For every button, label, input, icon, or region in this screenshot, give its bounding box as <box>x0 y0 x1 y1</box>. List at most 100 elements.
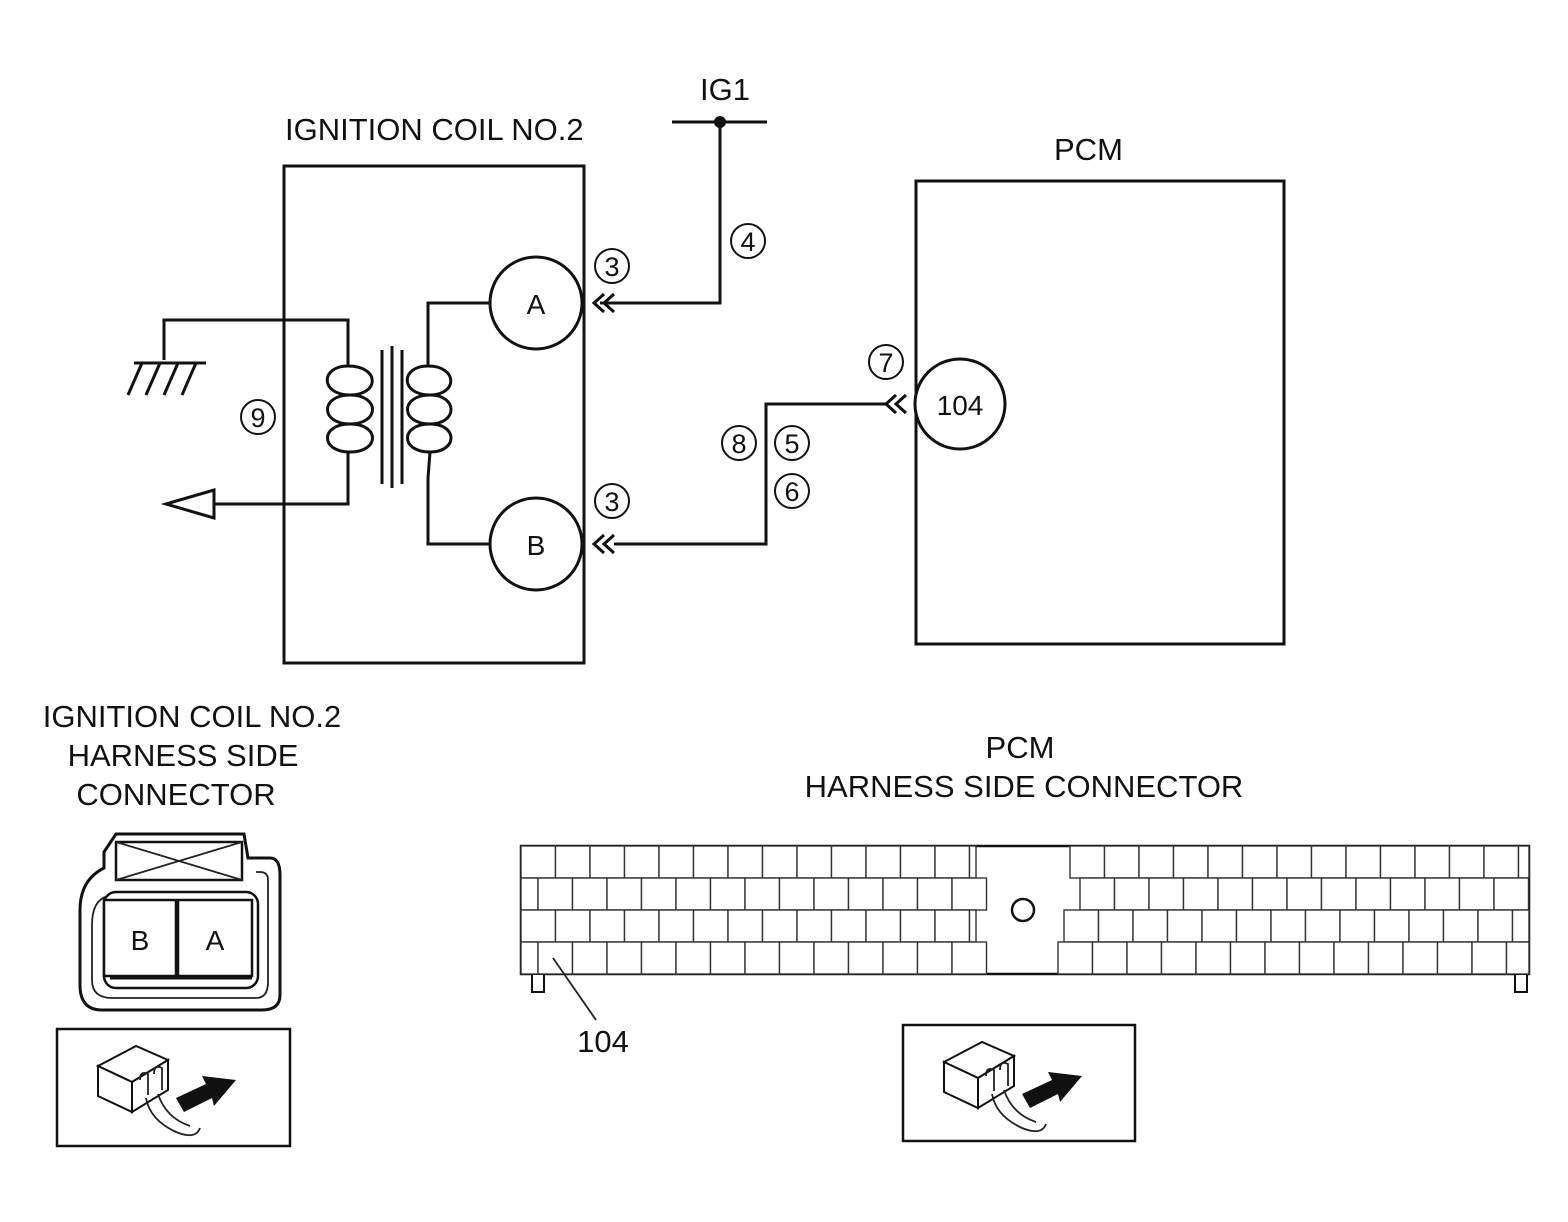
svg-text:5: 5 <box>784 429 799 459</box>
connector-pin-cell <box>589 845 626 879</box>
connector-pin-cell <box>675 941 712 975</box>
connector-pin-cell <box>1424 877 1461 911</box>
connector-pin-cell <box>1241 845 1278 879</box>
wire-ig1-to-a <box>600 122 722 305</box>
connector-pin-cell <box>1517 845 1530 879</box>
connector-pin-cell <box>589 909 626 943</box>
conn-pin-a-label: A <box>206 925 225 956</box>
svg-text:9: 9 <box>250 403 265 433</box>
connector-center-hole <box>1010 897 1036 923</box>
connector-pin-cell <box>1201 909 1238 943</box>
connector-pin-cell <box>606 941 643 975</box>
connector-pin-cell <box>847 941 884 975</box>
ig1-label: IG1 <box>700 72 750 107</box>
connector-pin-cell <box>1264 941 1301 975</box>
marker-3-b: 3 <box>594 483 630 519</box>
connector-pin-cell <box>899 845 936 879</box>
connector-pin-cell <box>727 909 764 943</box>
pcm-pin-104-callout: 104 <box>577 1024 629 1059</box>
connector-pin-cell <box>830 845 867 879</box>
connector-pin-cell <box>537 877 574 911</box>
connector-chevron-b-icon <box>591 533 616 555</box>
marker-6: 6 <box>774 473 810 509</box>
connector-pin-cell <box>830 909 867 943</box>
connector-pin-cell <box>1511 909 1530 943</box>
connector-pin-cell <box>761 845 798 879</box>
marker-8: 8 <box>721 425 757 461</box>
connector-pin-cell <box>1235 909 1272 943</box>
wire-b-to-104 <box>614 402 886 546</box>
connector-pin-cell <box>1408 909 1445 943</box>
connector-pin-cell <box>1493 877 1530 911</box>
marker-4: 4 <box>730 223 766 259</box>
connector-pin-cell <box>1304 909 1341 943</box>
connector-pin-cell <box>968 845 977 879</box>
connector-pin-cell <box>1172 845 1209 879</box>
connector-pin-cell <box>865 845 902 879</box>
connector-pin-cell <box>1320 877 1357 911</box>
connector-pin-cell <box>865 909 902 943</box>
connector-pin-cell <box>882 877 919 911</box>
ignition-coil-box <box>282 164 586 665</box>
connector-pin-cell <box>1195 941 1232 975</box>
connector-pin-cell <box>623 845 660 879</box>
connector-pin-cell <box>1113 877 1150 911</box>
connector-chevron-a-icon <box>591 292 616 314</box>
connector-pin-cell <box>968 909 977 943</box>
connector-pin-cell <box>658 909 695 943</box>
connector-pin-cell <box>1069 845 1106 879</box>
coil-connector-title-2: HARNESS SIDE <box>68 738 299 773</box>
connector-pin-cell <box>1138 845 1175 879</box>
connector-pin-cell <box>934 845 971 879</box>
connector-pin-cell <box>520 877 539 911</box>
connector-pin-cell <box>1166 909 1203 943</box>
connector-pin-cell <box>640 941 677 975</box>
wire-ground-to-primary <box>162 318 350 366</box>
connector-pin-cell <box>796 909 833 943</box>
pcm-title: PCM <box>1054 132 1123 167</box>
connector-pin-cell <box>916 877 953 911</box>
connector-pin-cell <box>520 941 539 975</box>
svg-text:3: 3 <box>604 487 619 517</box>
terminal-104 <box>913 357 1007 451</box>
connector-pin-cell <box>537 941 574 975</box>
connector-pin-cell <box>1079 877 1116 911</box>
pcm-connector-title-1: PCM <box>986 730 1055 765</box>
svg-text:8: 8 <box>731 429 746 459</box>
connector-pin-cell <box>1402 941 1439 975</box>
connector-pin-cell <box>571 877 608 911</box>
connector-pin-cell <box>1097 909 1134 943</box>
wire-b-to-secondary <box>426 478 490 546</box>
connector-probe-icon <box>901 1023 1137 1143</box>
pcm-harness-connector <box>519 844 1531 993</box>
connector-pin-cell <box>520 845 557 879</box>
connector-pin-cell <box>623 909 660 943</box>
marker-3-a: 3 <box>594 248 630 284</box>
coil-harness-connector <box>78 832 282 1012</box>
connector-pin-cell <box>1286 877 1323 911</box>
connector-pin-cell <box>1379 845 1416 879</box>
connector-pin-cell <box>1448 845 1485 879</box>
connector-pin-cell <box>692 909 729 943</box>
connector-pin-cell <box>709 877 746 911</box>
connector-pin-cell <box>1339 909 1376 943</box>
connector-pin-cell <box>1471 941 1508 975</box>
coil-title: IGNITION COIL NO.2 <box>285 112 584 147</box>
connector-pin-cell <box>658 845 695 879</box>
connector-pin-cell <box>1160 941 1197 975</box>
connector-pin-cell <box>951 941 988 975</box>
connector-pin-cell <box>1217 877 1254 911</box>
coil-connector-title-3: CONNECTOR <box>76 777 275 812</box>
marker-9: 9 <box>240 399 276 435</box>
connector-pin-cell <box>571 941 608 975</box>
coil-output-arrow-icon <box>160 488 216 520</box>
connector-pin-cell <box>1436 941 1473 975</box>
connector-pin-cell <box>796 845 833 879</box>
connector-pin-cell <box>606 877 643 911</box>
connector-pin-cell <box>934 909 971 943</box>
connector-pin-cell <box>709 941 746 975</box>
connector-pin-cell <box>951 877 988 911</box>
terminal-a-label: A <box>527 289 546 320</box>
pin-104-leader <box>552 957 597 1021</box>
